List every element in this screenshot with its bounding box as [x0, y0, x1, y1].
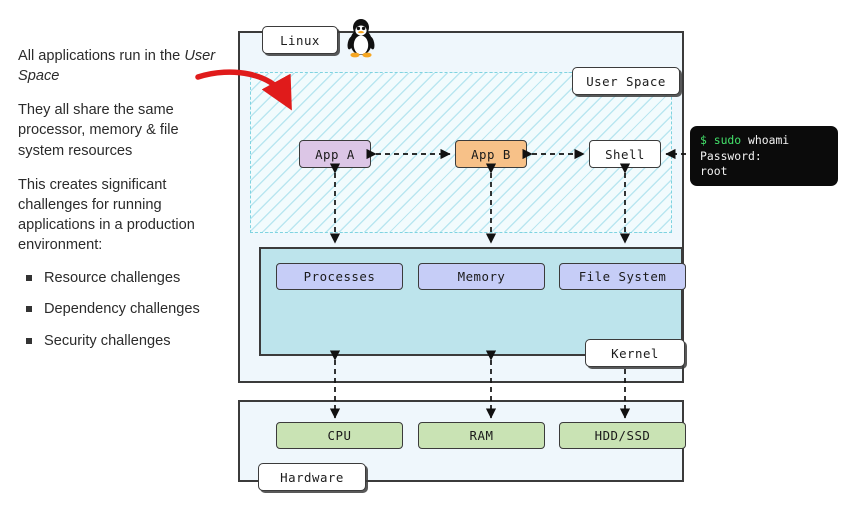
node-cpu[interactable]: CPU: [276, 422, 403, 449]
terminal-command: whoami: [741, 133, 790, 147]
tag-label: User Space: [586, 73, 666, 89]
tag-kernel: Kernel: [585, 339, 685, 367]
narrative-paragraph-1: All applications run in the User Space: [18, 46, 228, 86]
node-label: App B: [471, 146, 511, 162]
bullet-label: Security challenges: [44, 332, 171, 349]
tag-hardware: Hardware: [258, 463, 366, 491]
node-label: HDD/SSD: [594, 428, 651, 443]
tag-label: Linux: [280, 32, 320, 48]
list-item: Security challenges: [18, 332, 228, 351]
narrative-paragraph-2: They all share the same processor, memor…: [18, 102, 179, 159]
list-item: Dependency challenges: [18, 300, 228, 319]
terminal-window[interactable]: $ sudo whoami Password: root: [690, 126, 838, 186]
narrative-p1-first-line: All applications run in: [18, 48, 160, 64]
terminal-line-3: root: [700, 164, 728, 178]
bullet-label: Resource challenges: [44, 270, 181, 287]
node-file-system[interactable]: File System: [559, 263, 686, 290]
terminal-line-2: Password:: [700, 148, 762, 163]
node-app-a[interactable]: App A: [299, 140, 371, 168]
bullet-square-icon: [26, 306, 32, 313]
challenges-bullet-list: Resource challenges Dependency challenge…: [18, 269, 228, 351]
node-label: RAM: [469, 428, 494, 443]
narrative-text-column: All applications run in the User Space T…: [18, 46, 228, 363]
list-item: Resource challenges: [18, 269, 228, 288]
node-label: Processes: [303, 269, 376, 284]
node-label: App A: [315, 146, 355, 162]
tag-label: Kernel: [611, 345, 659, 361]
node-label: Shell: [605, 146, 645, 162]
bullet-square-icon: [26, 275, 32, 282]
tux-penguin-icon: [347, 19, 375, 58]
bullet-square-icon: [26, 337, 32, 344]
terminal-prompt: $ sudo: [700, 133, 742, 147]
node-app-b[interactable]: App B: [455, 140, 527, 168]
narrative-paragraph-3: This creates significant challenges for …: [18, 176, 195, 253]
tag-linux: Linux: [262, 26, 338, 54]
node-label: CPU: [327, 428, 352, 443]
tag-label: Hardware: [280, 469, 344, 485]
tag-user-space: User Space: [572, 67, 680, 95]
node-processes[interactable]: Processes: [276, 263, 403, 290]
bullet-label: Dependency challenges: [44, 301, 200, 318]
terminal-line-1: $ sudo whoami: [700, 133, 828, 149]
node-label: Memory: [457, 269, 506, 284]
node-label: File System: [578, 269, 667, 284]
node-shell[interactable]: Shell: [589, 140, 661, 168]
narrative-p1-emphasis: User Space: [18, 48, 216, 85]
node-ram[interactable]: RAM: [418, 422, 545, 449]
narrative-p1-lead: the: [159, 48, 185, 64]
node-memory[interactable]: Memory: [418, 263, 545, 290]
node-hdd-ssd[interactable]: HDD/SSD: [559, 422, 686, 449]
